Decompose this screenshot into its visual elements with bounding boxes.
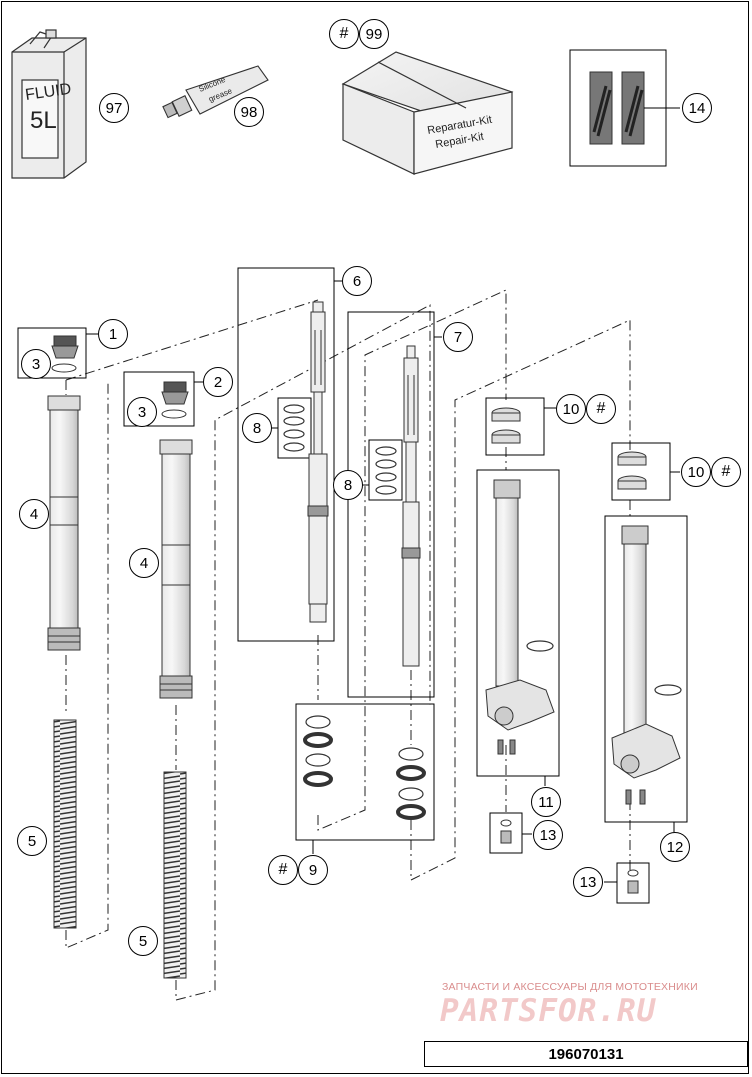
callout-4-left[interactable]: 4 (19, 499, 49, 529)
outer-tube-1 (47, 395, 81, 651)
screw-13b (627, 869, 639, 894)
inner-tube-axle-11 (485, 479, 555, 755)
callout-12[interactable]: 12 (660, 832, 690, 862)
callout-7[interactable]: 7 (443, 322, 473, 352)
callout-8-left[interactable]: 8 (242, 413, 272, 443)
seal-rings-8a (283, 404, 305, 452)
watermark-brand: PARTSFOR.RU (440, 993, 657, 1029)
repair-kit-box (341, 51, 514, 175)
callout-14[interactable]: 14 (682, 93, 712, 123)
fluid-volume-label: 5L (30, 107, 57, 134)
callout-5-left[interactable]: 5 (17, 826, 47, 856)
callout-hash-10-right: # (711, 457, 741, 487)
watermark-tagline: ЗАПЧАСТИ И АКСЕССУАРЫ ДЛЯ МОТОТЕХНИКИ (442, 981, 698, 993)
callout-6[interactable]: 6 (342, 266, 372, 296)
callout-3-left[interactable]: 3 (21, 349, 51, 379)
callout-1[interactable]: 1 (98, 319, 128, 349)
cartridge-6 (307, 301, 329, 623)
spring-5-left (53, 719, 77, 929)
outer-tube-2 (159, 439, 193, 699)
spring-5-right (163, 771, 187, 979)
callout-hash-99: # (329, 19, 359, 49)
callout-hash-9: # (268, 855, 298, 885)
inner-tube-axle-12 (611, 525, 682, 805)
cartridge-7 (401, 345, 421, 667)
callout-4-right[interactable]: 4 (129, 548, 159, 578)
callout-9[interactable]: 9 (298, 855, 328, 885)
fork-oil-can (11, 29, 87, 179)
callout-97[interactable]: 97 (99, 93, 129, 123)
callout-99[interactable]: 99 (359, 19, 389, 49)
silicone-grease-tube (162, 65, 269, 119)
callout-2[interactable]: 2 (203, 367, 233, 397)
seal-rings-8b (375, 446, 397, 495)
callout-leaders (86, 107, 680, 883)
bushings-10b (617, 451, 647, 490)
callout-8-right[interactable]: 8 (333, 470, 363, 500)
fluid-label: FLUID (24, 81, 72, 104)
callout-98[interactable]: 98 (234, 97, 264, 127)
fork-cap-2 (161, 381, 189, 419)
callout-13-lower[interactable]: 13 (573, 867, 603, 897)
callout-5-right[interactable]: 5 (128, 926, 158, 956)
drawing-number: 196070131 (424, 1041, 748, 1067)
callout-10-left[interactable]: 10 (556, 394, 586, 424)
screw-13a (500, 819, 512, 844)
assembly-leader-lines (65, 289, 631, 1001)
callout-13-upper[interactable]: 13 (533, 820, 563, 850)
seal-kit-9 (303, 715, 426, 820)
callout-11[interactable]: 11 (531, 787, 561, 817)
callout-10-right[interactable]: 10 (681, 457, 711, 487)
callout-3-right[interactable]: 3 (127, 397, 157, 427)
fork-cap-1 (51, 335, 79, 373)
bushings-10a (491, 407, 521, 444)
callout-hash-10-left: # (586, 394, 616, 424)
